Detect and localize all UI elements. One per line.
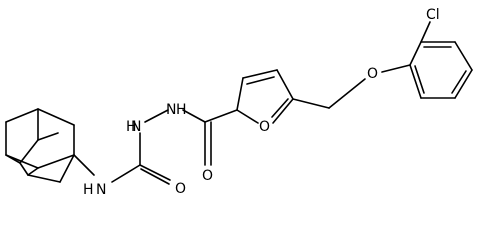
hydrazide-hydrogen-right-label: H bbox=[176, 102, 187, 118]
hydrazide-nitrogen-right-label: N bbox=[166, 102, 176, 118]
methylene-ether bbox=[292, 64, 411, 109]
amide-oxygen-label: O bbox=[202, 168, 213, 184]
urea-nitrogen-label: N bbox=[96, 182, 106, 198]
furan-ring bbox=[236, 69, 294, 124]
hydrazide-hydrogen-label: H bbox=[126, 119, 137, 135]
structure-canvas: H N O H N N H O O O Cl bbox=[5, 7, 473, 198]
atom-labels: H N O H N N H O O O Cl bbox=[83, 7, 440, 198]
urea-oxygen-label: O bbox=[175, 181, 186, 197]
adamantane-cage bbox=[5, 108, 75, 183]
urea-linker bbox=[73, 109, 171, 185]
chlorine-label: Cl bbox=[426, 7, 440, 23]
chlorophenyl-ring bbox=[409, 21, 473, 99]
furan-oxygen-label: O bbox=[259, 119, 270, 135]
nh-hydrogen-label: H bbox=[83, 182, 94, 198]
ether-oxygen-label: O bbox=[367, 66, 378, 82]
amide-carbonyl bbox=[182, 109, 238, 166]
hydrazide-nitrogen-left-label: N bbox=[131, 119, 141, 135]
molecule-drawing: H N O H N N H O O O Cl bbox=[5, 7, 473, 198]
